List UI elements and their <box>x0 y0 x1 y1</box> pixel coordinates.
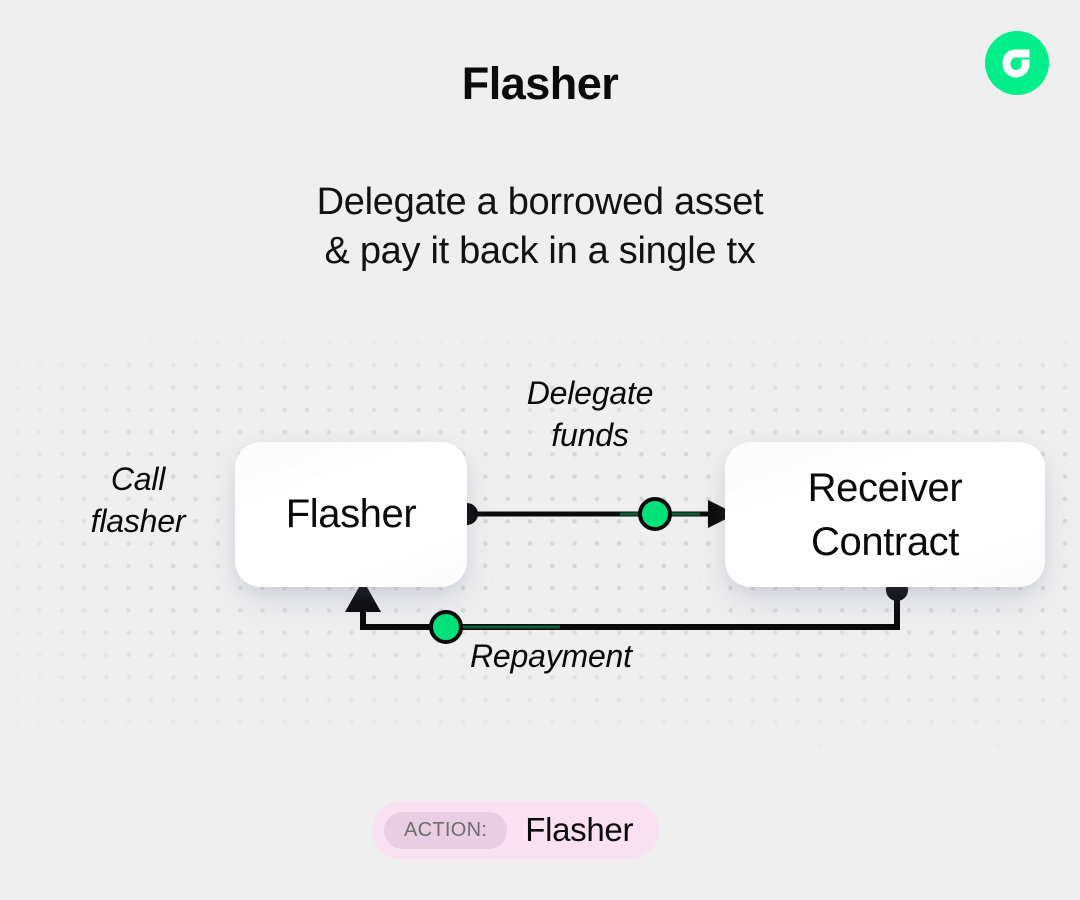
action-badge: ACTION: Flasher <box>372 801 660 859</box>
edge-label-repayment: Repayment <box>470 638 632 674</box>
subtitle-line-2: & pay it back in a single tx <box>324 230 756 272</box>
flow-diagram: Flasher Receiver Contract Call flasher D… <box>0 330 1080 770</box>
edge-label-delegate-funds: Delegate funds <box>480 372 700 456</box>
node-flasher-label: Flasher <box>285 492 417 536</box>
edge-label-call-flasher: Call flasher <box>48 458 228 542</box>
edge-label-call-line-2: flasher <box>90 503 186 539</box>
flow-logo-icon <box>985 31 1049 95</box>
page-title: Flasher <box>461 58 619 109</box>
node-receiver-label: Receiver Contract <box>808 461 963 569</box>
action-badge-value: Flasher <box>525 811 634 848</box>
edge-label-delegate-line-1: Delegate <box>526 375 654 411</box>
page-subtitle: Delegate a borrowed asset & pay it back … <box>0 178 1080 276</box>
node-receiver-label-line-2: Contract <box>811 519 959 564</box>
edge-label-delegate-line-2: funds <box>551 417 629 453</box>
delegate-token-node <box>638 497 672 531</box>
edge-label-call-line-1: Call <box>110 461 166 497</box>
node-receiver-label-line-1: Receiver <box>807 465 963 510</box>
action-badge-tag: ACTION: <box>384 811 508 849</box>
node-flasher[interactable]: Flasher <box>235 442 467 587</box>
node-receiver-contract[interactable]: Receiver Contract <box>725 442 1045 587</box>
repayment-token-node <box>429 610 463 644</box>
subtitle-line-1: Delegate a borrowed asset <box>316 181 764 223</box>
